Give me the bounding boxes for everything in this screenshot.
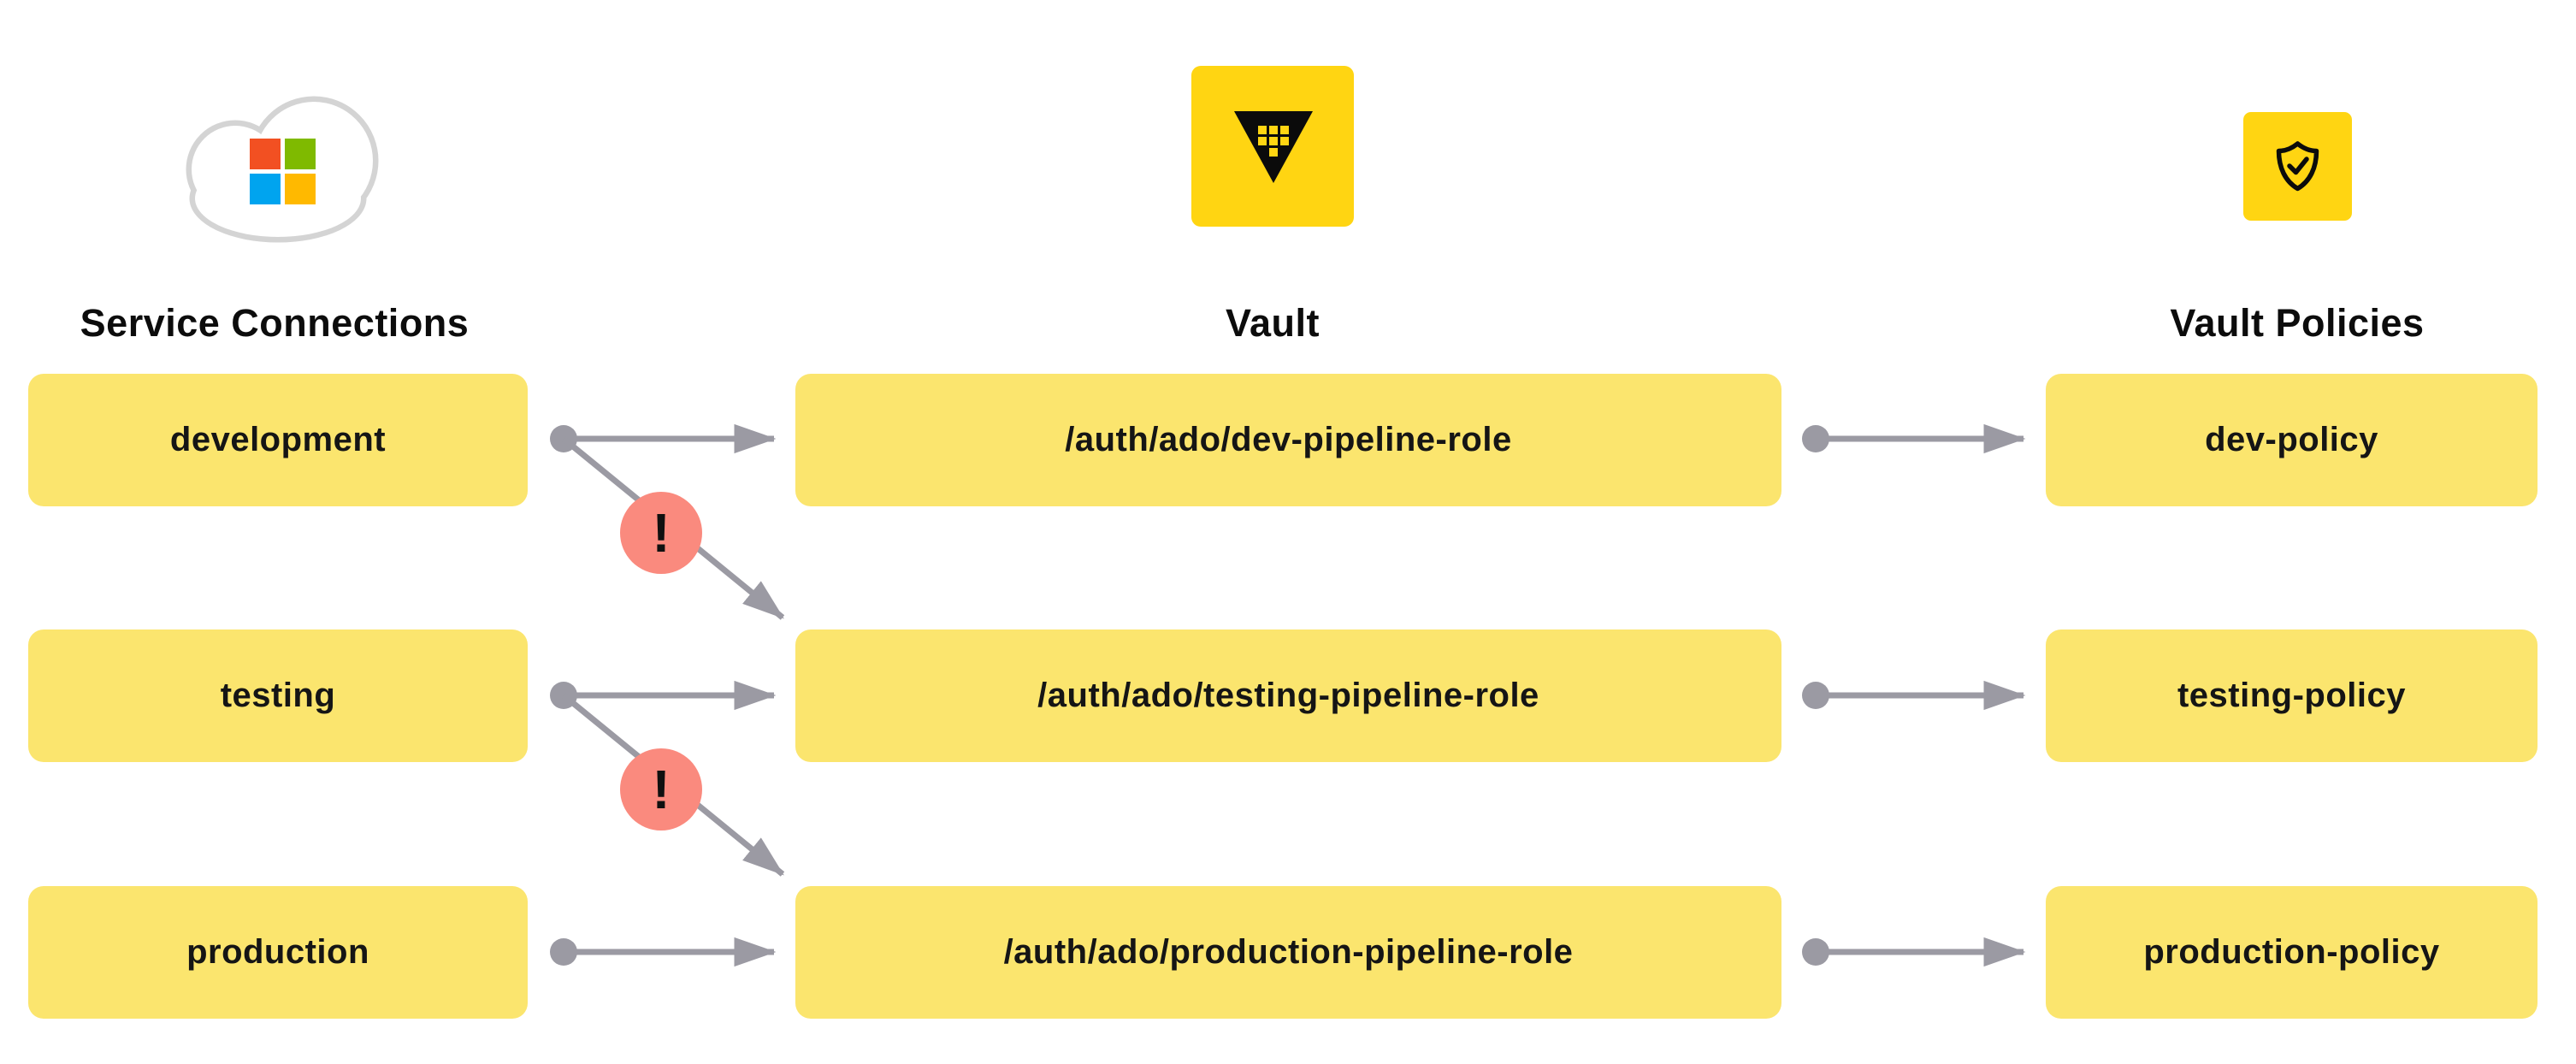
warning-badge-testing-to-production: ! [620,748,702,831]
edge-testing-to-testing-role [550,680,777,711]
node-testing-policy: testing-policy [2046,630,2538,762]
microsoft-cloud-icon [186,96,379,243]
edge-testing-role-to-testing-policy [1802,680,2026,711]
node-development: development [28,374,528,506]
vault-tile [1191,66,1354,227]
edge-dev-role-to-dev-policy [1802,423,2026,454]
node-production: production [28,886,528,1019]
node-dev-pipeline-role: /auth/ado/dev-pipeline-role [795,374,1781,506]
node-testing: testing [28,630,528,762]
node-dev-policy: dev-policy [2046,374,2538,506]
node-production-policy: production-policy [2046,886,2538,1019]
node-production-pipeline-role: /auth/ado/production-pipeline-role [795,886,1781,1019]
vault-policies-title: Vault Policies [2170,301,2425,345]
vault-logo-pixels [1258,126,1289,157]
microsoft-logo-icon [250,139,316,204]
node-testing-pipeline-role: /auth/ado/testing-pipeline-role [795,630,1781,762]
vault-policies-tile [2243,112,2352,221]
shield-check-icon [2276,141,2319,192]
edge-development-to-dev-role [550,423,777,454]
vault-title: Vault [1225,301,1320,345]
service-connections-title: Service Connections [80,301,470,345]
edge-production-role-to-production-policy [1802,937,2026,967]
edge-production-to-production-role [550,937,777,967]
vault-logo-icon [1234,111,1313,183]
warning-badge-dev-to-testing: ! [620,492,702,574]
